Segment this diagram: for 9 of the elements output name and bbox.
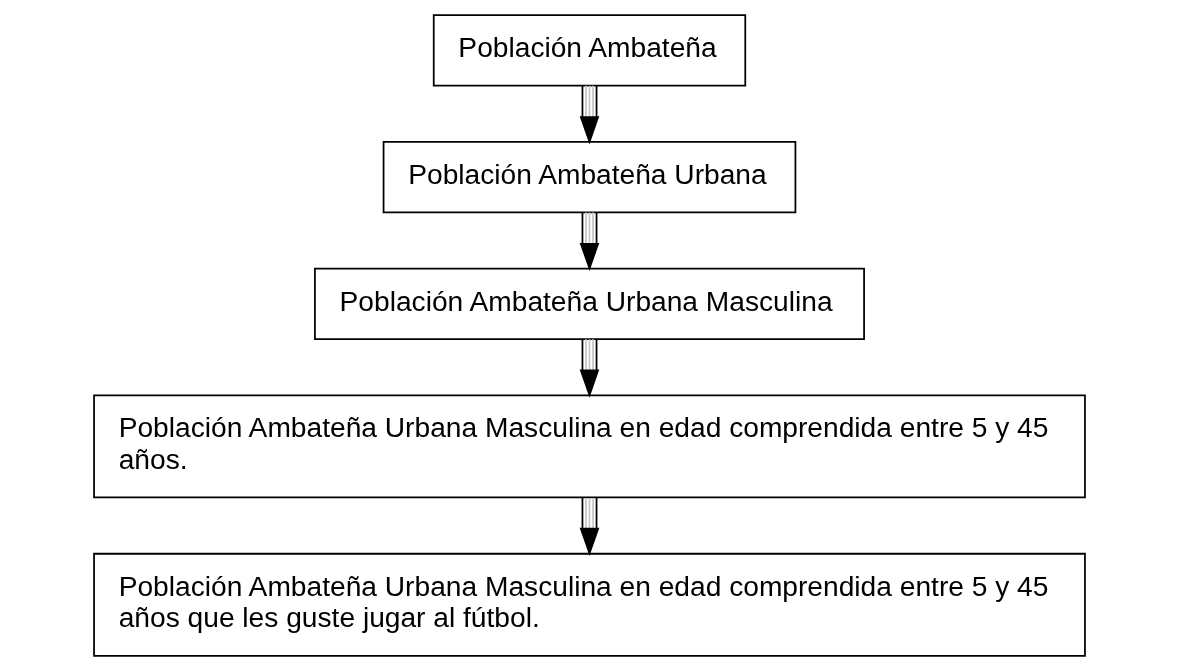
node-box: Población Ambateña Urbana Masculina — [314, 267, 865, 340]
node-box: Población Ambateña Urbana — [382, 141, 797, 214]
node-box: Población Ambateña — [432, 14, 747, 87]
arrow — [579, 211, 600, 272]
arrow — [579, 338, 600, 398]
node-box: Población Ambateña Urbana Masculina en edad comprendida entre 5 y 45 años que les guste jugar al fútbol. — [93, 552, 1086, 657]
arrow — [579, 84, 600, 145]
node-box: Población Ambateña Urbana Masculina en edad comprendida entre 5 y 45 años. — [93, 394, 1086, 499]
arrow — [579, 497, 600, 556]
